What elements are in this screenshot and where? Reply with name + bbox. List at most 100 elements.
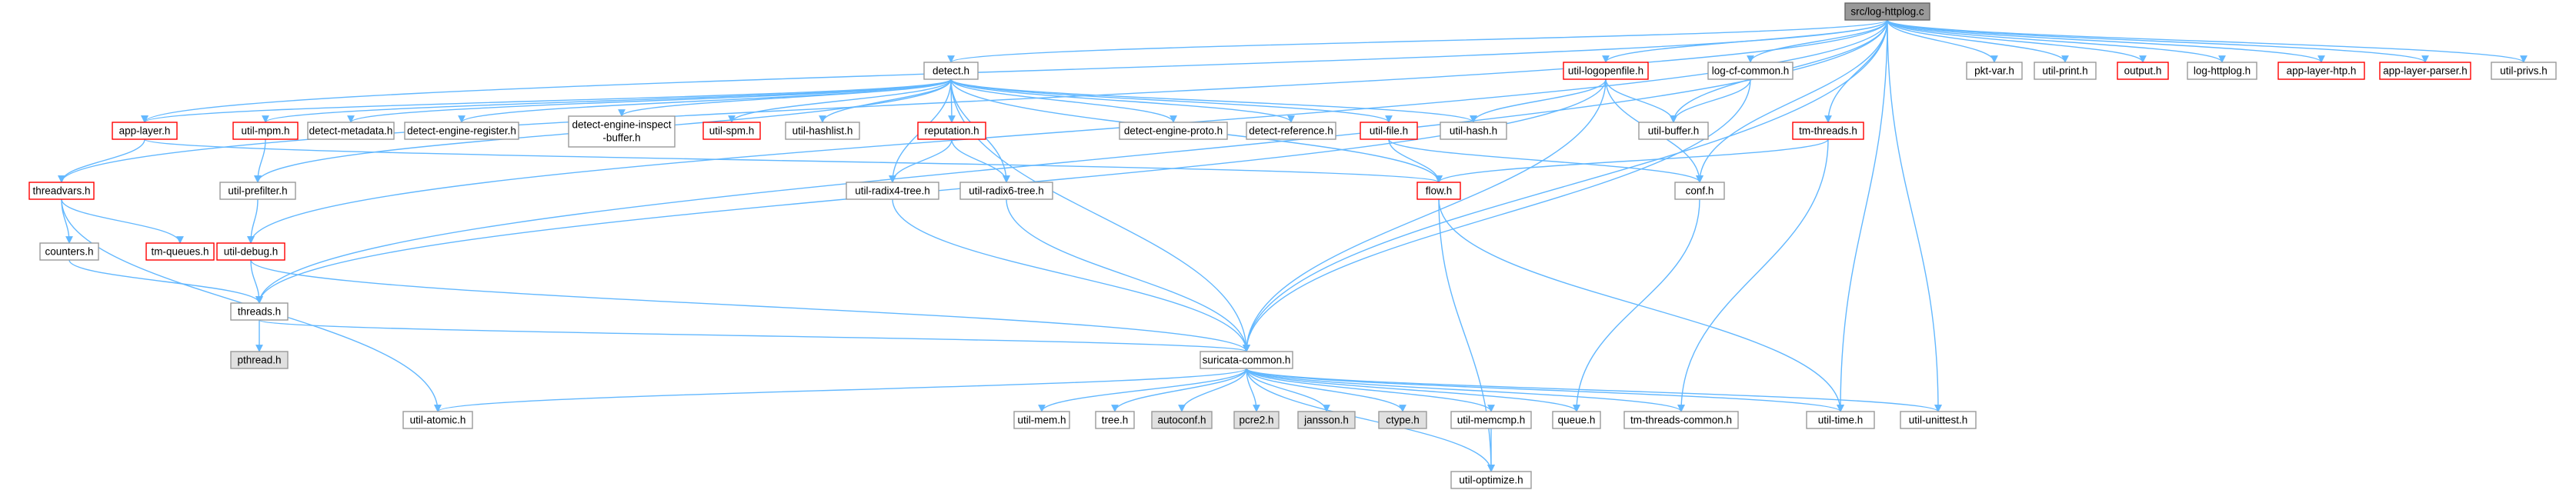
edge-line — [247, 19, 1888, 244]
node-util-radix6[interactable]: util-radix6-tree.h — [959, 182, 1053, 200]
node-util-mpm[interactable]: util-mpm.h — [232, 122, 299, 140]
node-threads[interactable]: threads.h — [230, 302, 289, 321]
edge-detect-to-detect_metadata — [347, 78, 952, 123]
node-box — [917, 122, 986, 140]
node-util-hashlist[interactable]: util-hashlist.h — [785, 122, 860, 140]
node-label: counters.h — [45, 246, 93, 258]
edge-detect-to-app_layer — [141, 78, 952, 123]
node-box — [1233, 411, 1280, 429]
node-box — [2117, 62, 2169, 80]
edge-util_debug-to-suricata_common — [250, 259, 1250, 352]
node-label: log-cf-common.h — [1712, 65, 1790, 77]
node-box — [1792, 122, 1864, 140]
node-root[interactable]: src/log-httplog.c — [1844, 2, 1930, 21]
node-label: util-radix6-tree.h — [969, 185, 1044, 197]
edge-root-to-log_cf_common — [1747, 19, 1888, 63]
edge-line — [1006, 198, 1250, 352]
node-tree[interactable]: tree.h — [1095, 411, 1135, 429]
node-app-layer-htp[interactable]: app-layer-htp.h — [2277, 62, 2365, 80]
node-conf[interactable]: conf.h — [1674, 182, 1725, 200]
node-tm-threads-common[interactable]: tm-threads-common.h — [1623, 411, 1739, 429]
node-box — [959, 182, 1053, 200]
edge-reputation-to-util_radix6 — [951, 138, 1010, 183]
edge-app_layer-to-flow — [144, 138, 1443, 183]
node-detect-reference[interactable]: detect-reference.h — [1246, 122, 1336, 140]
node-tm-queues[interactable]: tm-queues.h — [145, 242, 215, 261]
edge-line — [1747, 19, 1888, 63]
node-label: detect-engine-inspect — [572, 119, 671, 131]
node-box — [1674, 182, 1725, 200]
edge-util_file-to-conf — [1388, 138, 1703, 183]
node-label: util-logopenfile.h — [1568, 65, 1643, 77]
node-util-file[interactable]: util-file.h — [1360, 122, 1418, 140]
node-label: tm-queues.h — [151, 246, 209, 258]
node-util-unittest[interactable]: util-unittest.h — [1900, 411, 1977, 429]
node-util-prefilter[interactable]: util-prefilter.h — [219, 182, 296, 200]
node-detect-engine-register[interactable]: detect-engine-register.h — [404, 122, 519, 140]
node-util-memcmp[interactable]: util-memcmp.h — [1450, 411, 1532, 429]
node-box — [216, 242, 285, 261]
node-util-optimize[interactable]: util-optimize.h — [1450, 471, 1532, 489]
edge-line — [1887, 19, 1998, 63]
edge-detect-to-util_mpm — [262, 78, 952, 123]
node-util-buffer[interactable]: util-buffer.h — [1638, 122, 1709, 140]
edge-line — [1246, 368, 1844, 412]
node-util-debug[interactable]: util-debug.h — [216, 242, 285, 261]
node-util-spm[interactable]: util-spm.h — [702, 122, 761, 140]
edge-line — [141, 78, 952, 123]
node-box — [846, 182, 939, 200]
node-util-atomic[interactable]: util-atomic.h — [402, 411, 473, 429]
node-util-time[interactable]: util-time.h — [1806, 411, 1875, 429]
node-util-privs[interactable]: util-privs.h — [2491, 62, 2557, 80]
edge-util_file-to-flow — [1388, 138, 1443, 183]
node-label: util-print.h — [2042, 65, 2087, 77]
node-log-httplog-h[interactable]: log-httplog.h — [2187, 62, 2257, 80]
edge-root-to-util_unittest — [1887, 19, 1942, 412]
node-util-logopenfile[interactable]: util-logopenfile.h — [1563, 62, 1649, 80]
node-util-radix4[interactable]: util-radix4-tree.h — [846, 182, 939, 200]
node-util-print[interactable]: util-print.h — [2034, 62, 2097, 80]
node-output[interactable]: output.h — [2117, 62, 2169, 80]
edge-line — [950, 78, 1250, 352]
node-counters[interactable]: counters.h — [39, 242, 99, 261]
node-tm-threads[interactable]: tm-threads.h — [1792, 122, 1864, 140]
edge-line — [950, 78, 1295, 123]
edge-line — [1243, 78, 1607, 352]
node-suricata-common[interactable]: suricata-common.h — [1200, 351, 1293, 369]
node-label: pcre2.h — [1239, 415, 1273, 426]
edge-detect-to-detect_reference — [950, 78, 1295, 123]
node-flow[interactable]: flow.h — [1416, 182, 1461, 200]
edge-suricata_common-to-util_unittest — [1246, 368, 1942, 412]
node-detect-engine-inspect[interactable]: detect-engine-inspect-buffer.h — [568, 115, 676, 148]
edge-root-to-log_httplog_h — [1887, 19, 2226, 63]
node-label: threadvars.h — [32, 185, 90, 197]
node-pkt-var[interactable]: pkt-var.h — [1966, 62, 2023, 80]
node-box — [1450, 411, 1532, 429]
edge-line — [68, 259, 263, 304]
node-detect[interactable]: detect.h — [923, 62, 979, 80]
edge-suricata_common-to-ctype — [1246, 368, 1406, 412]
node-label: util-mem.h — [1017, 415, 1066, 426]
node-app-layer-parser[interactable]: app-layer-parser.h — [2379, 62, 2471, 80]
node-reputation[interactable]: reputation.h — [917, 122, 986, 140]
node-app-layer[interactable]: app-layer.h — [112, 122, 178, 140]
edge-line — [1246, 368, 1495, 472]
node-box — [2187, 62, 2257, 80]
node-threadvars[interactable]: threadvars.h — [28, 182, 95, 200]
node-log-cf-common[interactable]: log-cf-common.h — [1707, 62, 1794, 80]
edge-line — [1038, 368, 1247, 412]
node-util-hash[interactable]: util-hash.h — [1440, 122, 1507, 140]
edge-line — [1670, 78, 1751, 123]
edge-line — [1696, 19, 1888, 183]
edge-line — [434, 368, 1247, 412]
node-ctype: ctype.h — [1378, 411, 1427, 429]
edge-line — [950, 78, 1177, 123]
node-detect-metadata[interactable]: detect-metadata.h — [307, 122, 395, 140]
edge-line — [1605, 78, 1677, 123]
node-queue[interactable]: queue.h — [1552, 411, 1601, 429]
node-layer: src/log-httplog.c detect.h util-logopenfil… — [28, 2, 2557, 489]
node-util-mem[interactable]: util-mem.h — [1013, 411, 1070, 429]
edge-suricata_common-to-jansson — [1246, 368, 1330, 412]
edge-line — [1887, 19, 2429, 63]
node-detect-engine-proto[interactable]: detect-engine-proto.h — [1119, 122, 1228, 140]
